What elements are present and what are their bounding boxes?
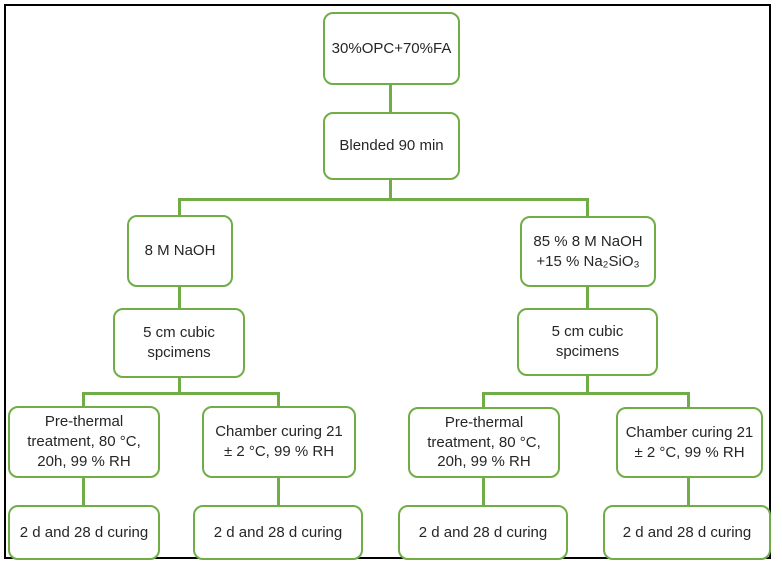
- connector: [82, 392, 280, 395]
- node-opc-fa-mix: 30%OPC+70%FA: [323, 12, 460, 85]
- connector: [178, 198, 589, 201]
- node-blended: Blended 90 min: [323, 112, 460, 180]
- node-specimens-left: 5 cm cubic spcimens: [113, 308, 245, 378]
- node-prethermal-left: Pre-thermal treatment, 80 °C, 20h, 99 % …: [8, 406, 160, 478]
- connector: [389, 180, 392, 201]
- connector: [482, 392, 485, 407]
- connector: [82, 392, 85, 406]
- connector: [687, 478, 690, 505]
- connector: [586, 198, 589, 216]
- diagram-frame: [4, 4, 771, 559]
- node-prethermal-right: Pre-thermal treatment, 80 °C, 20h, 99 % …: [408, 407, 560, 478]
- connector: [586, 376, 589, 394]
- connector: [277, 478, 280, 505]
- connector: [82, 478, 85, 505]
- connector: [586, 287, 589, 308]
- node-curing-4: 2 d and 28 d curing: [603, 505, 771, 560]
- node-curing-1: 2 d and 28 d curing: [8, 505, 160, 560]
- connector: [178, 198, 181, 215]
- node-curing-2: 2 d and 28 d curing: [193, 505, 363, 560]
- node-specimens-right: 5 cm cubic spcimens: [517, 308, 658, 376]
- connector: [178, 378, 181, 394]
- connector: [482, 478, 485, 505]
- connector: [482, 392, 690, 395]
- node-curing-3: 2 d and 28 d curing: [398, 505, 568, 560]
- node-chamber-left: Chamber curing 21 ± 2 °C, 99 % RH: [202, 406, 356, 478]
- connector: [178, 287, 181, 308]
- connector: [389, 85, 392, 112]
- connector: [687, 392, 690, 407]
- node-activator-naoh-silicate: 85 % 8 M NaOH +15 % Na₂SiO₃: [520, 216, 656, 287]
- node-activator-naoh: 8 M NaOH: [127, 215, 233, 287]
- connector: [277, 392, 280, 406]
- node-chamber-right: Chamber curing 21 ± 2 °C, 99 % RH: [616, 407, 763, 478]
